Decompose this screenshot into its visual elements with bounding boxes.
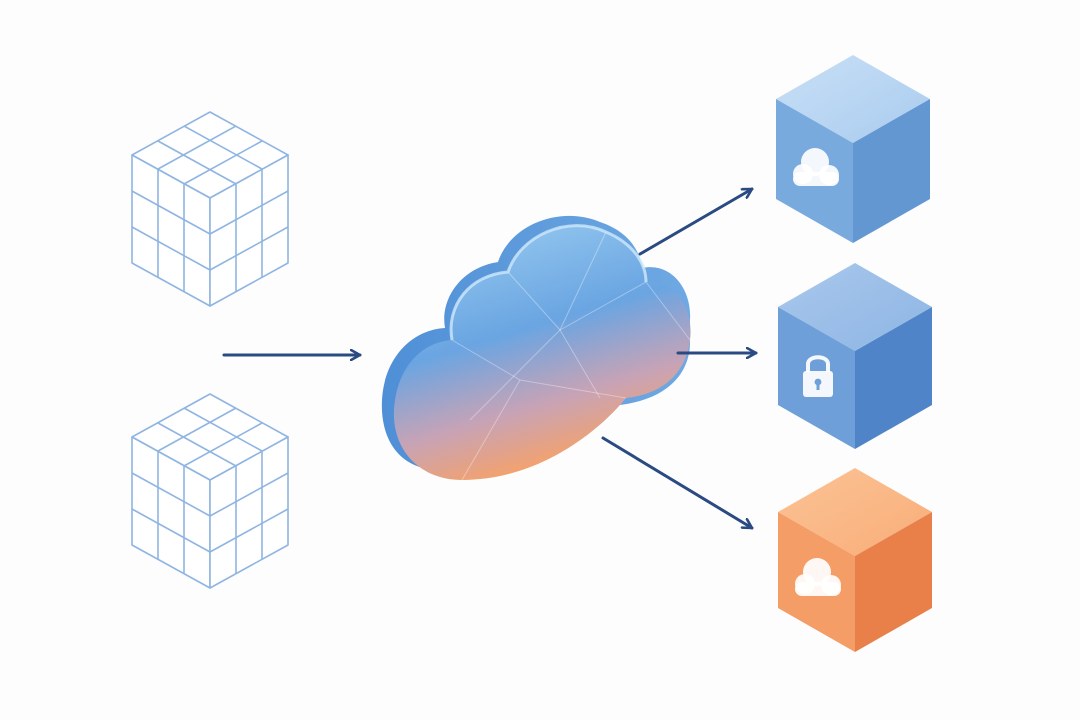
- backup-storage-cube: [778, 468, 932, 652]
- cloud-hub: [381, 215, 691, 481]
- output-arrow-bottom: [601, 436, 754, 530]
- padlock-icon: [803, 355, 833, 397]
- cloud-icon: [381, 215, 691, 481]
- secure-storage-cube: [778, 263, 932, 449]
- cloud-storage-cube: [776, 55, 930, 243]
- output-arrow-top: [638, 187, 754, 256]
- grid-cube-bottom: [131, 393, 289, 589]
- cloud-icon: [795, 558, 841, 596]
- grid-cube-top: [131, 111, 289, 307]
- cloud-icon: [793, 148, 839, 186]
